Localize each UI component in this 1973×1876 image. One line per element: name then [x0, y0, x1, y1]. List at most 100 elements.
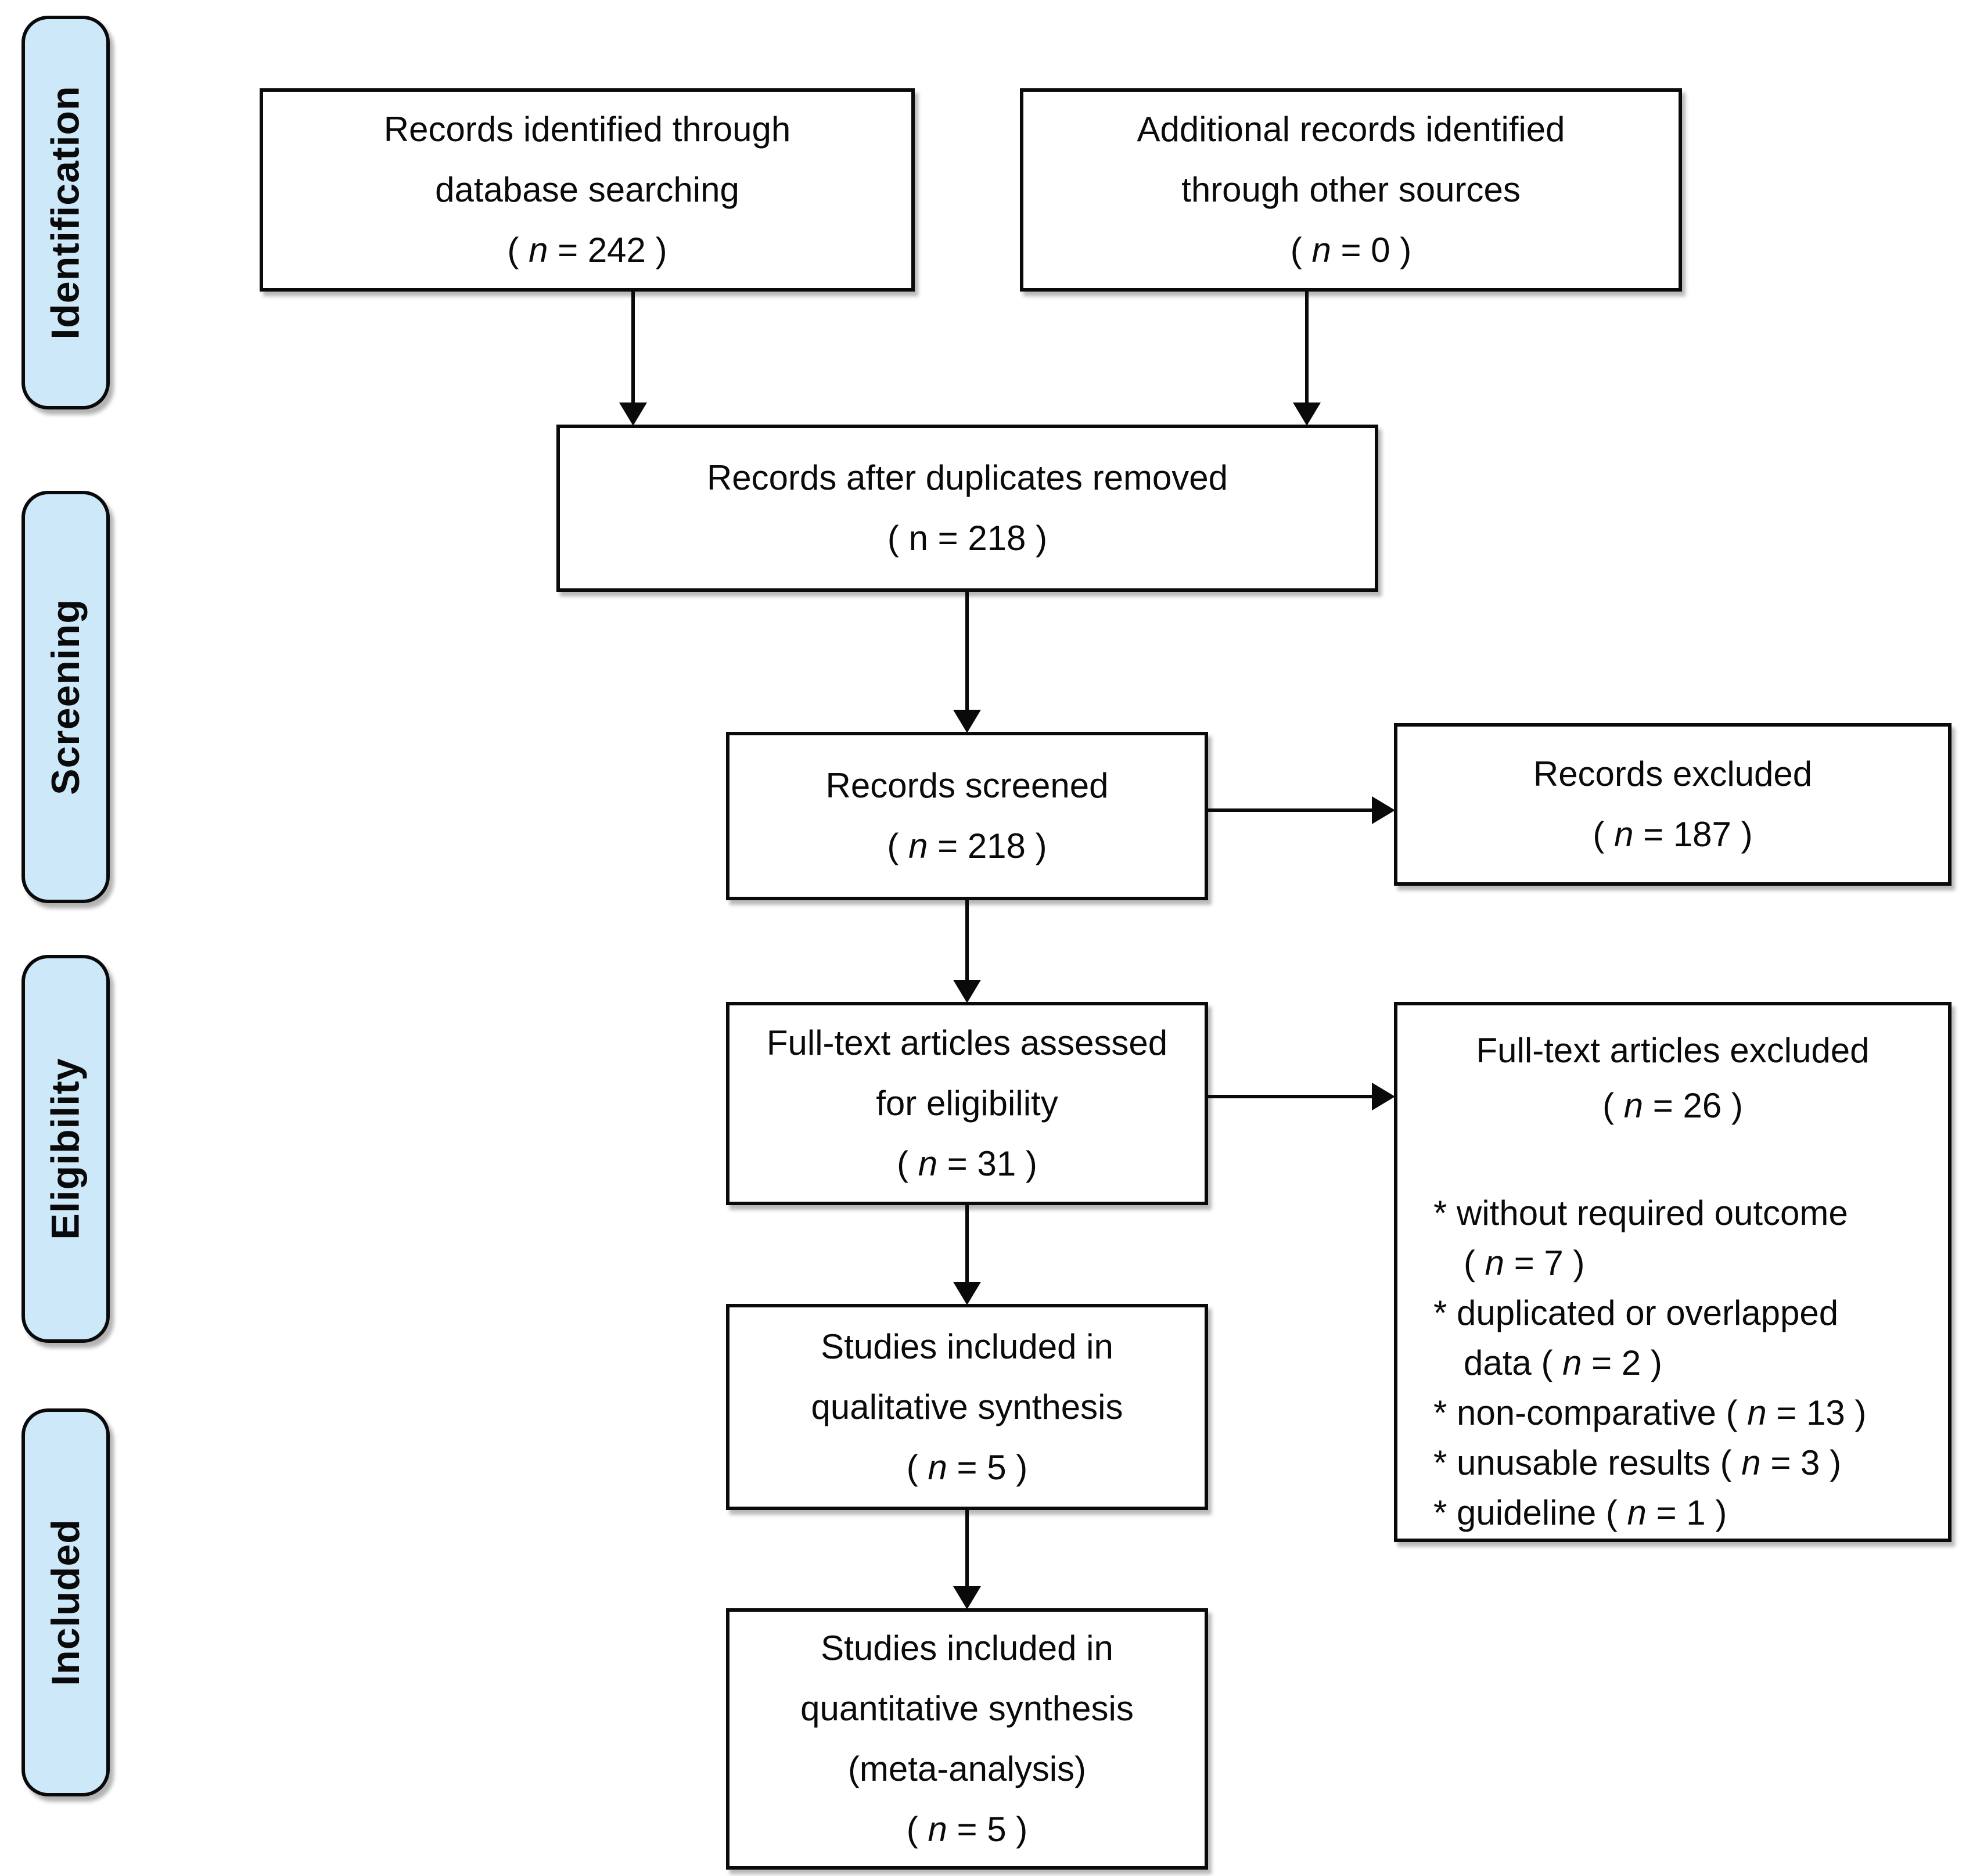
stage-eligibility: Eligibility	[21, 955, 110, 1343]
text-line: for eligibility	[729, 1073, 1205, 1134]
exclusion-reason-count: ( n = 7 )	[1433, 1238, 1936, 1288]
count-value: = 26 )	[1643, 1086, 1743, 1125]
box-fulltext-assessed: Full-text articles assessed for eligibil…	[726, 1002, 1208, 1205]
text: Full-text articles excluded	[1476, 1031, 1870, 1070]
text: Additional records identified	[1137, 110, 1565, 149]
stage-label: Included	[44, 1519, 88, 1686]
count-open: (	[1602, 1086, 1624, 1125]
stage-label: Eligibility	[44, 1058, 88, 1240]
text: Records after duplicates removed	[706, 458, 1228, 497]
count-value: = 242 )	[548, 231, 667, 269]
exclusion-reason: * duplicated or overlapped	[1433, 1288, 1936, 1338]
n-symbol: n	[1562, 1343, 1582, 1382]
text-line: Records excluded	[1397, 744, 1948, 804]
text: Records identified through	[383, 110, 791, 149]
arrow-dedup-to-screened-head	[953, 710, 981, 733]
arrow-additional-to-dedup-line	[1305, 292, 1309, 402]
n-symbol: n	[928, 1447, 947, 1487]
count-value: = 3 )	[1760, 1443, 1842, 1482]
text: (meta-analysis)	[847, 1749, 1087, 1788]
arrow-screened-to-excluded-head	[1372, 796, 1395, 824]
text: Records screened	[825, 766, 1109, 805]
arrow-fulltext-to-qualitative-line	[965, 1205, 969, 1282]
count-value: = 218 )	[928, 826, 1047, 865]
text-line: Records identified through	[263, 99, 911, 160]
text-line: Additional records identified	[1023, 99, 1679, 160]
box-fulltext-excluded: Full-text articles excluded ( n = 26 ) *…	[1394, 1002, 1952, 1542]
count-value: = 218 )	[928, 519, 1048, 558]
count-open: * guideline (	[1433, 1493, 1627, 1532]
exclusion-reason-count: data ( n = 2 )	[1433, 1338, 1936, 1388]
text-line: Records screened	[729, 756, 1205, 816]
exclusion-reason: * unusable results ( n = 3 )	[1433, 1438, 1936, 1488]
arrow-identified-to-dedup-line	[631, 292, 635, 402]
count-open: data (	[1464, 1343, 1563, 1382]
count-open: (	[507, 231, 529, 269]
arrow-screened-to-fulltext-line	[965, 900, 969, 980]
text: through other sources	[1181, 170, 1521, 209]
count-line: ( n = 26 )	[1409, 1078, 1936, 1133]
count-open: * non-comparative (	[1433, 1393, 1748, 1432]
n-symbol: n	[1747, 1393, 1767, 1432]
n-symbol: n	[1627, 1493, 1647, 1532]
text-line: Full-text articles excluded	[1409, 1023, 1936, 1078]
count-line: ( n = 242 )	[263, 220, 911, 281]
stage-label: Screening	[44, 599, 88, 795]
count-value: = 0 )	[1331, 231, 1412, 269]
box-records-screened: Records screened ( n = 218 )	[726, 732, 1208, 900]
text-line: quantitative synthesis	[729, 1679, 1205, 1739]
n-symbol: n	[908, 519, 928, 558]
n-symbol: n	[1485, 1244, 1505, 1282]
n-symbol: n	[1623, 1086, 1644, 1125]
text: Studies included in	[821, 1629, 1113, 1667]
count-line: ( n = 5 )	[729, 1437, 1205, 1498]
text: quantitative synthesis	[800, 1689, 1134, 1728]
count-line: ( n = 5 )	[729, 1799, 1205, 1860]
text: for eligibility	[876, 1084, 1058, 1123]
arrow-qualitative-to-quantitative-line	[965, 1510, 969, 1586]
stage-label: Identification	[44, 85, 88, 340]
arrow-fulltext-to-excluded-line	[1208, 1095, 1372, 1098]
stage-included: Included	[21, 1408, 110, 1796]
count-value: = 1 )	[1646, 1493, 1727, 1532]
count-open: (	[906, 1810, 928, 1849]
box-records-identified: Records identified through database sear…	[260, 88, 915, 292]
n-symbol: n	[1311, 231, 1331, 269]
count-value: = 5 )	[947, 1810, 1028, 1849]
count-line: ( n = 218 )	[560, 508, 1375, 569]
arrow-qualitative-to-quantitative-head	[953, 1586, 981, 1609]
box-records-excluded: Records excluded ( n = 187 )	[1394, 723, 1952, 886]
text-line: (meta-analysis)	[729, 1739, 1205, 1799]
arrow-fulltext-to-excluded-head	[1372, 1083, 1395, 1110]
text-line: Full-text articles assessed	[729, 1013, 1205, 1073]
text-line: qualitative synthesis	[729, 1377, 1205, 1437]
exclusion-reason: * without required outcome	[1433, 1188, 1936, 1238]
exclusion-reason-list: * without required outcome ( n = 7 ) * d…	[1409, 1188, 1936, 1538]
count-line: ( n = 218 )	[729, 816, 1205, 876]
arrow-dedup-to-screened-line	[965, 592, 969, 710]
text: qualitative synthesis	[811, 1387, 1123, 1426]
n-symbol: n	[529, 231, 548, 269]
count-open: (	[887, 826, 909, 865]
stage-identification: Identification	[21, 16, 110, 409]
stage-screening: Screening	[21, 491, 110, 903]
n-symbol: n	[928, 1810, 947, 1849]
text-line: Studies included in	[729, 1317, 1205, 1377]
text-line: Records after duplicates removed	[560, 448, 1375, 508]
text-line: database searching	[263, 160, 911, 220]
arrow-fulltext-to-qualitative-head	[953, 1282, 981, 1305]
exclusion-reason: * guideline ( n = 1 )	[1433, 1488, 1936, 1538]
arrow-screened-to-excluded-line	[1208, 808, 1372, 812]
count-open: (	[1290, 231, 1312, 269]
count-value: = 13 )	[1766, 1393, 1867, 1432]
arrow-screened-to-fulltext-head	[953, 980, 981, 1003]
box-quantitative-synthesis: Studies included in quantitative synthes…	[726, 1608, 1208, 1870]
box-additional-records: Additional records identified through ot…	[1020, 88, 1682, 292]
exclusion-reason: * non-comparative ( n = 13 )	[1433, 1388, 1936, 1438]
text: * duplicated or overlapped	[1433, 1293, 1839, 1332]
count-open: (	[887, 519, 909, 558]
count-open: * unusable results (	[1433, 1443, 1742, 1482]
count-open: (	[906, 1447, 928, 1487]
n-symbol: n	[1614, 815, 1634, 854]
text: * without required outcome	[1433, 1194, 1848, 1232]
